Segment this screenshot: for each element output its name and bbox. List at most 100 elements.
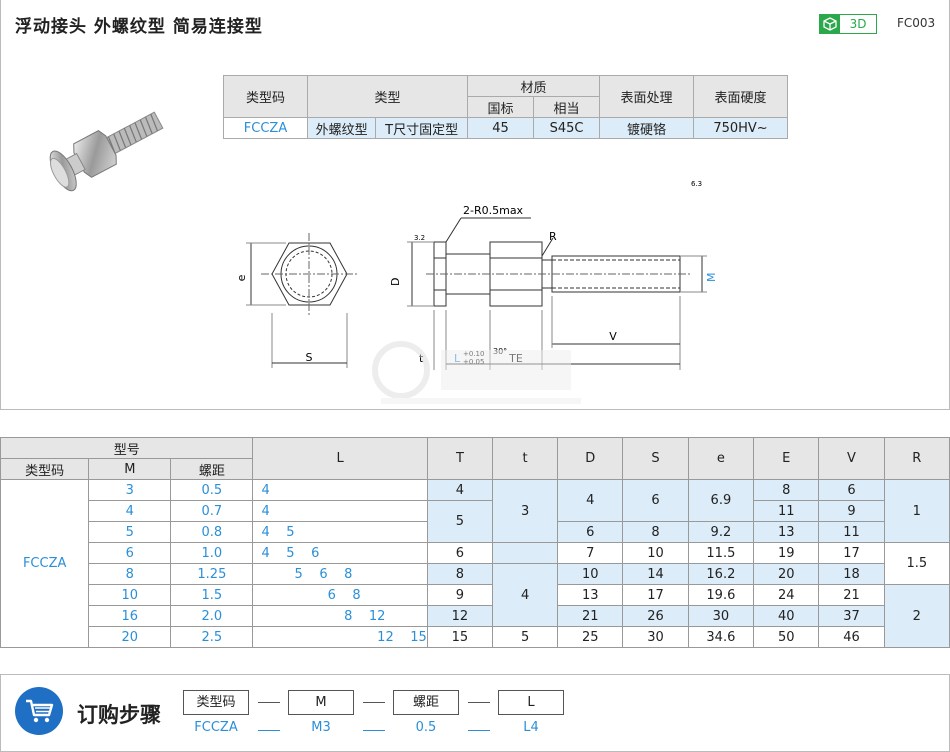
dim-header-e: e bbox=[687, 437, 755, 480]
dim-D: 25 bbox=[557, 626, 624, 648]
dim-V: 18 bbox=[818, 563, 885, 585]
product-photo bbox=[49, 111, 164, 192]
dim-l-values: 8 12 bbox=[252, 605, 428, 627]
spec-header-type-code: 类型码 bbox=[223, 75, 308, 118]
dim-header-V: V bbox=[818, 437, 885, 480]
dim-E: 50 bbox=[753, 626, 820, 648]
dim-e: 6.9 bbox=[687, 479, 755, 522]
dim-e: 9.2 bbox=[687, 521, 755, 543]
dim-l-values: 12 15 bbox=[252, 626, 428, 648]
spec-header-hardness: 表面硬度 bbox=[693, 75, 788, 118]
dim-t-blank bbox=[492, 542, 559, 564]
dim-e: 30 bbox=[687, 605, 755, 627]
order-value-type-code: FCCZA bbox=[194, 720, 238, 735]
dim-S: 17 bbox=[622, 584, 689, 606]
order-separator bbox=[468, 702, 490, 703]
dim-header-type-code: 类型码 bbox=[0, 458, 90, 480]
order-steps-panel: 订购步骤 类型码 M 螺距 L FCCZA M3 0.5 L4 bbox=[0, 674, 950, 752]
order-value-l: L4 bbox=[523, 720, 539, 735]
dim-l-values: 4 bbox=[252, 500, 428, 522]
spec-type-2: T尺寸固定型 bbox=[375, 117, 468, 139]
cube-icon bbox=[820, 15, 840, 33]
spec-header-type: 类型 bbox=[307, 75, 468, 118]
dim-D: 10 bbox=[557, 563, 624, 585]
3d-button[interactable]: 3D bbox=[819, 14, 877, 34]
order-value-separator bbox=[468, 730, 490, 731]
dim-V: 21 bbox=[818, 584, 885, 606]
dim-l-values: 5 6 8 bbox=[252, 563, 428, 585]
dim-D: 21 bbox=[557, 605, 624, 627]
dim-pitch: 2.5 bbox=[170, 626, 254, 648]
dim-m: 6 bbox=[88, 542, 172, 564]
dim-E: 11 bbox=[753, 500, 820, 522]
order-header-l: L bbox=[498, 690, 564, 715]
watermark-logo bbox=[372, 341, 581, 404]
dim-T: 8 bbox=[426, 563, 494, 585]
dim-D: 7 bbox=[557, 542, 624, 564]
dim-T: 6 bbox=[426, 542, 494, 564]
dim-T: 15 bbox=[426, 626, 494, 648]
order-header-type-code: 类型码 bbox=[183, 690, 249, 715]
dim-e-label: e bbox=[235, 274, 248, 281]
roughness-mark-2: 6.3 bbox=[691, 180, 702, 188]
dim-S: 14 bbox=[622, 563, 689, 585]
dim-t: 4 bbox=[492, 563, 559, 627]
order-value-separator bbox=[258, 730, 280, 731]
dim-m-label: M bbox=[705, 273, 718, 283]
dim-R: 2 bbox=[883, 584, 950, 648]
product-panel: 浮动接头 外螺纹型 简易连接型 3D FC003 类型码 类型 材质 表面处理 … bbox=[0, 0, 950, 410]
dim-e: 34.6 bbox=[687, 626, 755, 648]
dim-m: 10 bbox=[88, 584, 172, 606]
dim-e: 19.6 bbox=[687, 584, 755, 606]
dim-pitch: 1.5 bbox=[170, 584, 254, 606]
order-header-m: M bbox=[288, 690, 354, 715]
dim-m: 20 bbox=[88, 626, 172, 648]
dim-E: 24 bbox=[753, 584, 820, 606]
spec-gb: 45 bbox=[467, 117, 534, 139]
dim-E: 40 bbox=[753, 605, 820, 627]
dim-header-pitch: 螺距 bbox=[170, 458, 254, 480]
product-code: FC003 bbox=[897, 16, 936, 30]
spec-table: 类型码 类型 材质 表面处理 表面硬度 国标 相当 FCCZA 外螺纹型 T尺寸… bbox=[223, 75, 788, 139]
dim-T: 4 bbox=[426, 479, 494, 501]
spec-header-equiv: 相当 bbox=[533, 96, 600, 118]
dim-m: 4 bbox=[88, 500, 172, 522]
dim-l-values: 4 5 6 bbox=[252, 542, 428, 564]
dim-T: 5 bbox=[426, 500, 494, 543]
dim-S: 10 bbox=[622, 542, 689, 564]
dim-pitch: 0.8 bbox=[170, 521, 254, 543]
dim-V: 11 bbox=[818, 521, 885, 543]
dim-header-D: D bbox=[557, 437, 624, 480]
dim-D: 6 bbox=[557, 521, 624, 543]
spec-header-gb: 国标 bbox=[467, 96, 534, 118]
3d-label: 3D bbox=[849, 17, 867, 31]
dim-r-label: R bbox=[549, 230, 557, 243]
dim-E: 19 bbox=[753, 542, 820, 564]
dim-V: 37 bbox=[818, 605, 885, 627]
dim-E: 20 bbox=[753, 563, 820, 585]
order-value-m: M3 bbox=[311, 720, 331, 735]
dim-e: 11.5 bbox=[687, 542, 755, 564]
dim-s-label: S bbox=[306, 351, 313, 364]
dim-E: 13 bbox=[753, 521, 820, 543]
dim-R: 1 bbox=[883, 479, 950, 543]
order-value-pitch: 0.5 bbox=[415, 720, 437, 735]
dim-V: 46 bbox=[818, 626, 885, 648]
dim-t: 3 bbox=[492, 479, 559, 543]
roughness-mark-1: 3.2 bbox=[414, 234, 425, 242]
dim-T: 12 bbox=[426, 605, 494, 627]
spec-surface: 镀硬铬 bbox=[599, 117, 694, 139]
spec-header-material: 材质 bbox=[467, 75, 600, 97]
spec-hardness: 750HV~ bbox=[693, 117, 788, 139]
dim-D: 4 bbox=[557, 479, 624, 522]
spec-header-surface: 表面处理 bbox=[599, 75, 694, 118]
dim-header-t-small: t bbox=[492, 437, 559, 480]
dim-S: 26 bbox=[622, 605, 689, 627]
spec-type-1: 外螺纹型 bbox=[306, 117, 377, 139]
order-header-pitch: 螺距 bbox=[393, 690, 459, 715]
dim-S: 6 bbox=[622, 479, 689, 522]
dim-e: 16.2 bbox=[687, 563, 755, 585]
order-separator bbox=[258, 702, 280, 703]
dim-l-values: 4 bbox=[252, 479, 428, 501]
dim-R: 1.5 bbox=[883, 542, 950, 585]
